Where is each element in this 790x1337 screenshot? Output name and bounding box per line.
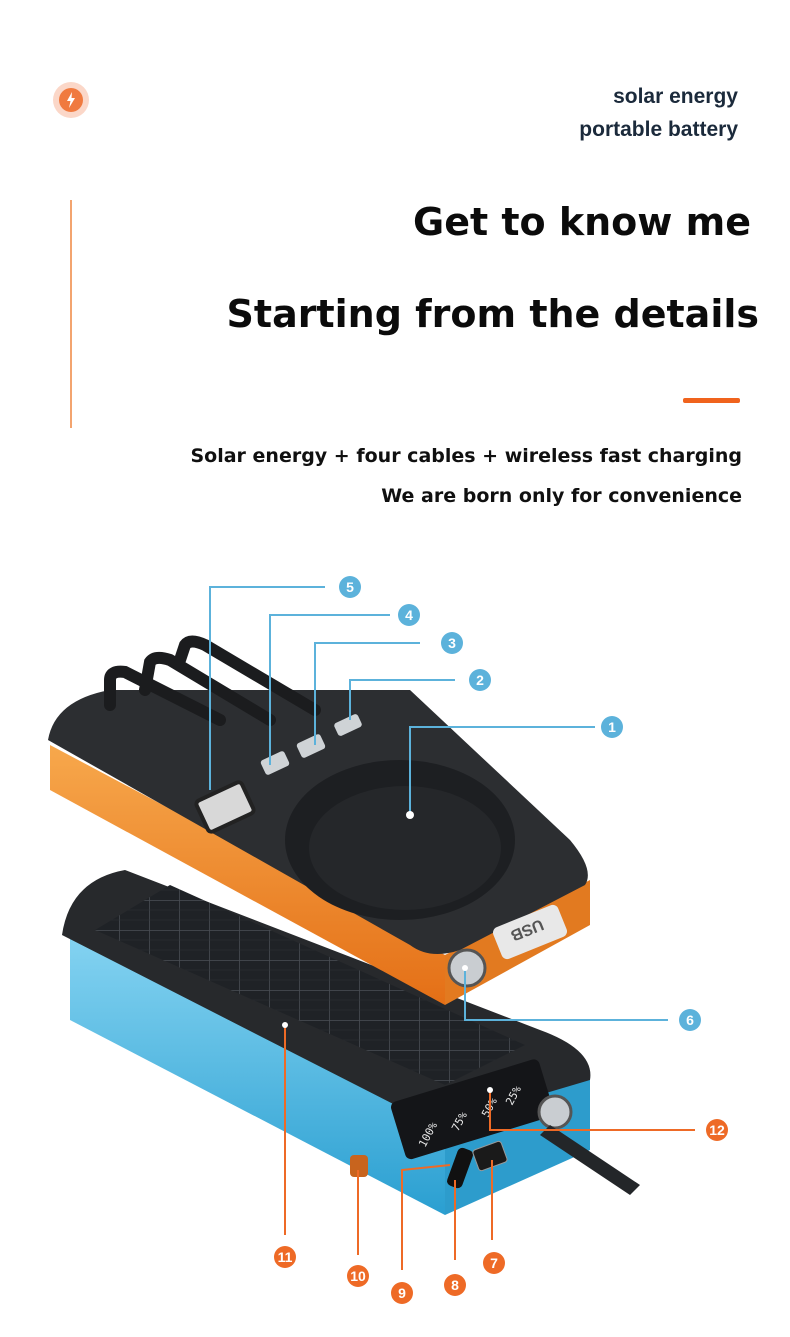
battery-display [390,1059,554,1160]
callout-4: 4 [398,604,420,626]
tagline-line-1: Solar energy + four cables + wireless fa… [190,445,742,467]
callout-5: 5 [339,576,361,598]
built-in-cables [104,635,321,726]
usb-plug [194,780,256,834]
svg-text:9: 9 [398,1285,406,1301]
svg-text:7: 7 [490,1255,498,1271]
brand-line-1: solar energy [613,85,738,108]
svg-text:11: 11 [278,1249,293,1265]
cable-lightning [139,651,276,726]
svg-text:4: 4 [405,607,413,623]
usb-c-port [447,1147,473,1189]
svg-text:5: 5 [346,579,354,595]
callout-2: 2 [469,669,491,691]
callout-12: 12 [706,1119,728,1141]
callout-10: 10 [347,1265,369,1287]
accent-bar [683,398,740,403]
usb-c-plug [296,734,326,758]
cable-usb [104,665,226,726]
solar-power-bank-unit: 100% 75% 50% 25% [62,870,640,1215]
callout-11: 11 [274,1246,296,1268]
svg-text:10: 10 [350,1268,366,1284]
leader-dots [282,811,493,1093]
cable-usb-c [174,635,321,716]
headline-line-1: Get to know me [413,200,751,244]
brand-line-2: portable battery [579,118,738,141]
callout-6: 6 [679,1009,701,1031]
solar-panel [95,885,525,1085]
lightning-badge-icon [53,82,89,118]
svg-text:1: 1 [608,719,616,735]
callout-9: 9 [391,1282,413,1304]
svg-text:8: 8 [451,1277,459,1293]
power-button [350,1155,368,1177]
usb-a-port [472,1140,508,1172]
brand-title: solar energy portable battery [579,80,738,146]
pulled-cable [540,1125,640,1195]
callout-1: 1 [601,716,623,738]
callout-3: 3 [441,632,463,654]
headline-line-2: Starting from the details [226,292,759,336]
callout-7: 7 [483,1252,505,1274]
bottom-flashlight [537,1094,573,1130]
tagline-line-2: We are born only for convenience [381,485,742,507]
svg-text:2: 2 [476,672,484,688]
lightning-bolt-icon [67,92,75,108]
decorative-vertical-line [70,200,72,428]
micro-usb-plug [334,714,362,736]
leader-lines [209,586,695,1270]
lightning-badge-inner [59,88,83,112]
svg-text:12: 12 [709,1122,725,1138]
svg-text:3: 3 [448,635,456,651]
lightning-plug [260,751,290,775]
wireless-power-bank-unit: USB [48,635,590,1005]
svg-text:6: 6 [686,1012,694,1028]
callout-8: 8 [444,1274,466,1296]
